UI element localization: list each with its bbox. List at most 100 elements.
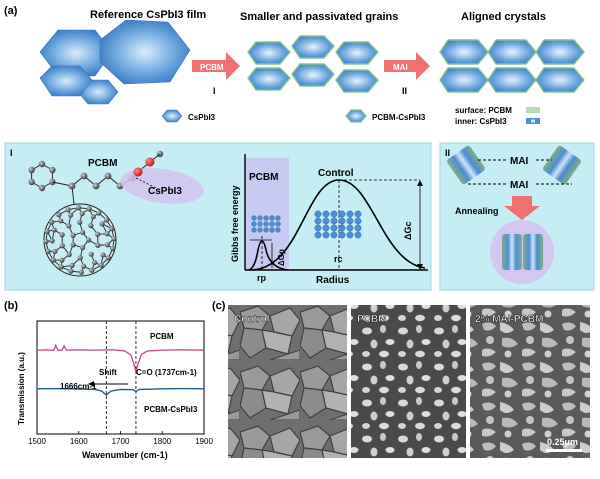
control-nucleus — [338, 210, 346, 218]
box-II-label: II — [445, 148, 450, 158]
carbon-atom — [65, 207, 71, 213]
carbon-atom — [59, 243, 65, 249]
carbon-atom — [81, 263, 87, 269]
shift-arrowhead — [88, 381, 94, 387]
pcbm-nuclei — [251, 215, 281, 233]
control-nucleus — [322, 217, 330, 225]
benzene-atom — [28, 178, 35, 186]
control-curve-label: Control — [318, 168, 354, 179]
grain — [335, 69, 379, 93]
crystal-small-2 — [39, 65, 93, 97]
annotation-1737: C=O (1737cm-1) — [136, 368, 197, 377]
x-axis-label: Radius — [316, 275, 350, 286]
carbon-atom — [95, 231, 101, 237]
legend-cspbi3-icon — [161, 109, 183, 123]
pcbm-nucleus — [263, 227, 269, 233]
control-nucleus — [314, 224, 322, 232]
benzene-atom — [38, 160, 46, 168]
control-nucleus — [354, 231, 362, 239]
carbon-atom — [56, 212, 62, 218]
arrow-step-II: MAI II — [384, 52, 430, 96]
interaction-bond — [135, 177, 161, 191]
carbon-atom — [52, 248, 58, 255]
legend-cspbi3: CsPbI3 — [161, 109, 216, 123]
control-nucleus — [330, 224, 338, 232]
pcbm-nucleus — [275, 215, 281, 221]
carbon-atom — [86, 206, 92, 212]
control-nucleus — [314, 231, 322, 239]
carbon-atom — [111, 236, 117, 242]
box-I-label: I — [10, 148, 13, 158]
crystal-large-2 — [99, 19, 191, 85]
sem-image-pcbm — [351, 305, 466, 458]
y-axis-label: Gibbs free energy — [230, 185, 240, 262]
aligned-crystal — [487, 67, 537, 93]
carbon-atom — [70, 242, 76, 248]
pcbm-molecule: PCBM CsPbI3 — [28, 150, 204, 277]
grain — [291, 63, 335, 87]
control-nucleus — [346, 231, 354, 239]
control-nucleus — [338, 224, 346, 232]
passivated-grains — [247, 35, 379, 93]
aligned-crystal — [535, 39, 585, 65]
control-nucleus — [354, 217, 362, 225]
pcbm-nucleus — [269, 215, 275, 221]
carbon-atom — [88, 222, 94, 229]
control-nucleus — [354, 224, 362, 232]
panel-label-a: (a) — [4, 5, 18, 17]
carbon-atom — [77, 219, 83, 225]
carbon-atom — [58, 218, 64, 224]
title-reference-film: Reference CsPbI3 film — [90, 9, 206, 21]
control-nucleus — [314, 210, 322, 218]
arrow1-label: PCBM — [200, 63, 224, 72]
x-tick-label: 1600 — [70, 437, 88, 446]
carbon-atom — [105, 255, 111, 261]
carbon-atom — [50, 257, 56, 263]
pcbm-label: PCBM — [88, 158, 117, 169]
control-nucleus — [338, 217, 346, 225]
carbon-atom — [77, 255, 83, 261]
pcbm-nucleus — [251, 227, 257, 233]
carbon-atom — [100, 252, 106, 258]
carbon-atom — [99, 221, 105, 227]
pcbm-nucleus — [257, 215, 263, 221]
carbon-atom — [69, 262, 75, 269]
carbon-atom — [79, 210, 85, 217]
carbon-atom — [78, 269, 85, 275]
grain — [247, 41, 291, 65]
series-label-pcbm: PCBM — [150, 332, 174, 341]
series-line-pcbm-cspbi3 — [37, 387, 204, 396]
grain — [335, 41, 379, 65]
rc-label: rc — [334, 254, 343, 264]
control-nucleus — [346, 217, 354, 225]
chain-atom — [68, 182, 76, 190]
x-axis-label: Wavenumber (cm-1) — [82, 450, 168, 460]
pcbm-nucleus — [257, 227, 263, 233]
peak-guides — [105, 321, 137, 434]
grain — [247, 67, 291, 91]
title-smaller-grains: Smaller and passivated grains — [240, 11, 398, 23]
mai-top-label: MAI — [510, 156, 529, 167]
control-nucleus — [338, 231, 346, 239]
carbon-atom — [51, 227, 57, 233]
carbon-atom — [49, 238, 55, 244]
pcbm-nucleus — [251, 215, 257, 221]
scale-bar-label: 0.25μm — [547, 437, 578, 447]
benzene-atom — [49, 166, 56, 174]
carbon-atom — [109, 226, 115, 232]
sem-label-control: Control — [234, 314, 270, 325]
control-nuclei — [314, 210, 362, 239]
control-nucleus — [322, 231, 330, 239]
control-nucleus — [346, 224, 354, 232]
oxygen-atom — [133, 167, 143, 177]
carbon-atom — [59, 257, 65, 263]
pcbm-nucleus — [257, 221, 263, 227]
legend-inner-swatch-center — [531, 119, 535, 123]
annotation-shift: Shift — [99, 368, 117, 377]
rp-label: rp — [257, 273, 267, 283]
merged-crystal-right — [523, 234, 543, 270]
pcbm-nucleus — [263, 215, 269, 221]
